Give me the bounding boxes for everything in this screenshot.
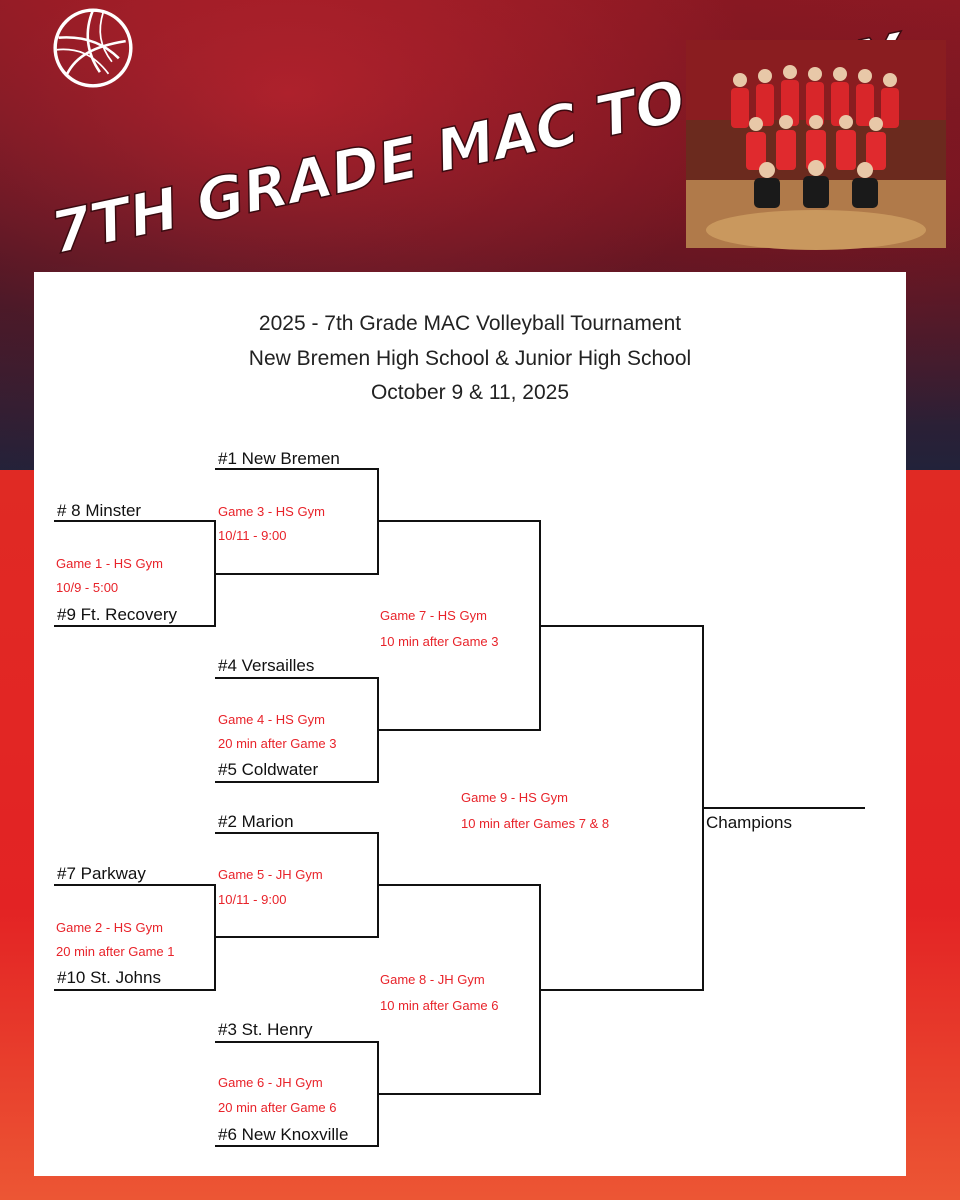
game-5-venue: Game 5 - JH Gym	[218, 867, 323, 882]
team-minster: # 8 Minster	[57, 501, 142, 520]
champions-label: Champions	[706, 813, 792, 832]
game-3-time: 10/11 - 9:00	[218, 528, 287, 543]
team-versailles: #4 Versailles	[218, 656, 315, 675]
volleyball-icon	[53, 8, 133, 88]
game-4-time: 20 min after Game 3	[218, 736, 337, 751]
game-2-time: 20 min after Game 1	[56, 944, 175, 959]
game-8-time: 10 min after Game 6	[380, 998, 499, 1013]
team-new-knoxville: #6 New Knoxville	[218, 1125, 349, 1144]
game-7-venue: Game 7 - HS Gym	[380, 608, 487, 623]
game-6-venue: Game 6 - JH Gym	[218, 1075, 323, 1090]
game-7-time: 10 min after Game 3	[380, 634, 499, 649]
game-4-venue: Game 4 - HS Gym	[218, 712, 325, 727]
game-8-venue: Game 8 - JH Gym	[380, 972, 485, 987]
team-marion: #2 Marion	[218, 812, 294, 831]
game-6-time: 20 min after Game 6	[218, 1100, 337, 1115]
bracket-sheet	[34, 272, 906, 1176]
team-new-bremen: #1 New Bremen	[218, 449, 340, 468]
game-3-line	[215, 468, 379, 575]
game-2-venue: Game 2 - HS Gym	[56, 920, 163, 935]
team-photo	[686, 40, 946, 250]
team-st-johns: #10 St. Johns	[57, 968, 161, 987]
game-9-venue: Game 9 - HS Gym	[461, 790, 568, 805]
game-3-venue: Game 3 - HS Gym	[218, 504, 325, 519]
team-st-henry: #3 St. Henry	[218, 1020, 313, 1039]
game-9-line	[540, 625, 704, 991]
game-9-time: 10 min after Games 7 & 8	[461, 816, 610, 831]
header-line-1: 2025 - 7th Grade MAC Volleyball Tourname…	[258, 312, 682, 335]
header-line-2: New Bremen High School & Junior High Sch…	[248, 347, 692, 370]
game-5-time: 10/11 - 9:00	[218, 892, 287, 907]
game-8-line	[378, 884, 541, 1095]
team-ft-recovery: #9 Ft. Recovery	[57, 605, 177, 624]
header-line-3: October 9 & 11, 2025	[370, 381, 570, 404]
team-parkway: #7 Parkway	[57, 864, 146, 883]
game-1-time: 10/9 - 5:00	[56, 580, 119, 595]
team-coldwater: #5 Coldwater	[218, 760, 319, 779]
game-7-line	[378, 520, 541, 731]
game-1-venue: Game 1 - HS Gym	[56, 556, 163, 571]
game-5-line	[215, 832, 379, 938]
